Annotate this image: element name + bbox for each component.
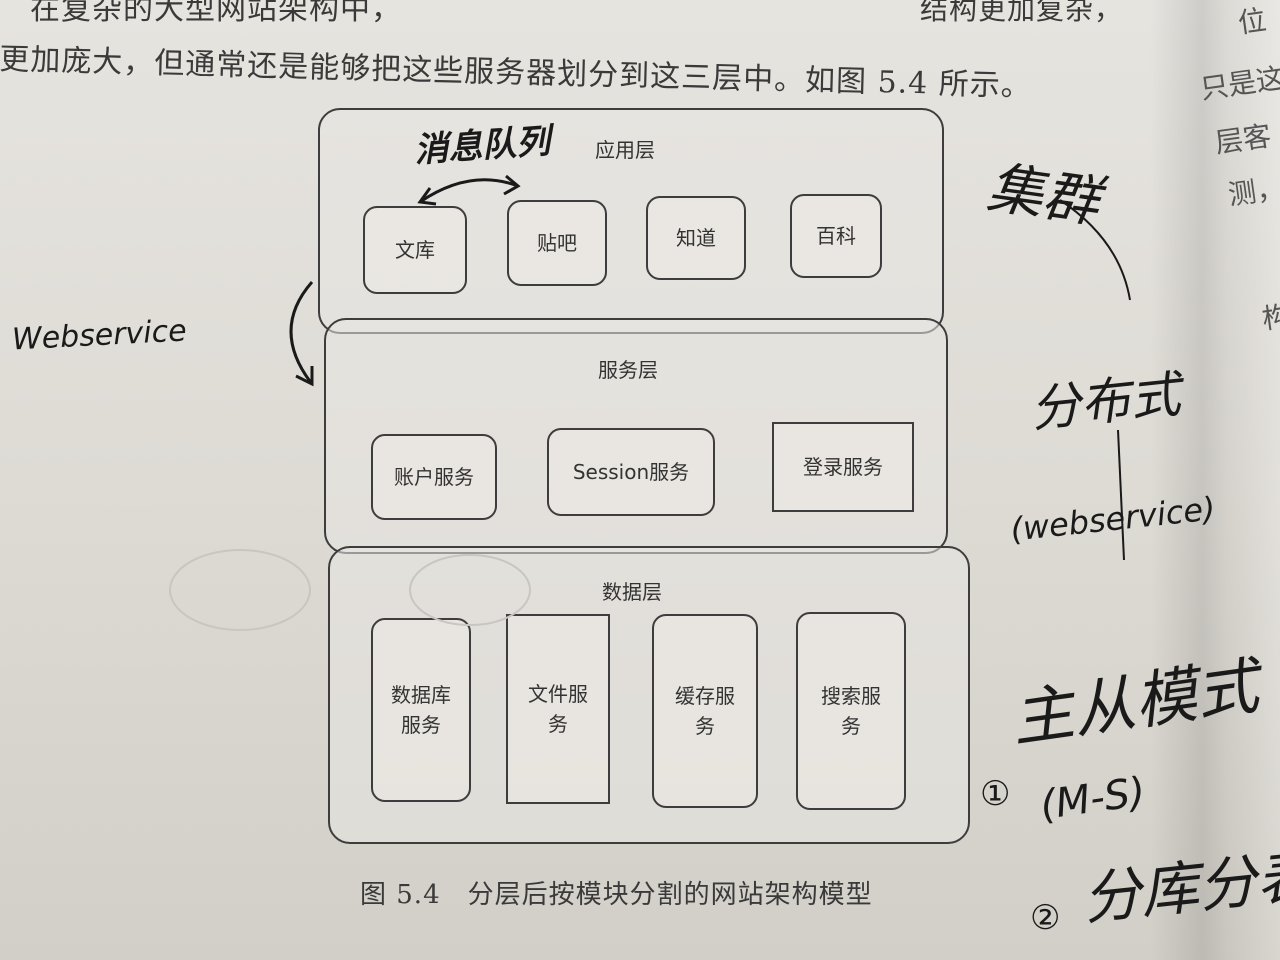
- module-database-service: 数据库服务: [371, 618, 471, 802]
- webservice-arrow: [289, 281, 314, 385]
- page-fold-shadow: [1150, 0, 1280, 960]
- cluster-line: [1059, 199, 1131, 301]
- annotation-number-2: ②: [1030, 898, 1061, 938]
- module-wenku: 文库: [363, 206, 467, 294]
- module-tieba: 贴吧: [507, 200, 607, 286]
- distributed-line: [1117, 429, 1125, 561]
- module-zhidao: 知道: [646, 196, 746, 280]
- service-layer-title: 服务层: [598, 358, 658, 382]
- message-queue-arrow: [419, 178, 519, 204]
- annotation-cluster: 集群: [983, 155, 1104, 236]
- data-layer-title: 数据层: [602, 580, 662, 604]
- module-search-service: 搜索服务: [796, 612, 906, 810]
- annotation-number-1: ①: [980, 774, 1011, 814]
- module-session-service: Session服务: [547, 428, 715, 516]
- figure-caption: 图 5.4 分层后按模块分割的网站架构模型: [360, 880, 873, 910]
- module-file-service: 文件服务: [506, 614, 610, 804]
- module-cache-service: 缓存服务: [652, 614, 758, 808]
- module-account-service: 账户服务: [371, 434, 497, 520]
- module-login-service: 登录服务: [772, 422, 914, 512]
- module-baike: 百科: [790, 194, 882, 278]
- annotation-message-queue: 消息队列: [413, 121, 552, 171]
- application-layer-title: 应用层: [595, 138, 655, 162]
- book-text-line-1-right: 结构更加复杂，: [920, 0, 1124, 26]
- book-text-line-1: 在复杂的大型网站架构中，: [30, 0, 402, 27]
